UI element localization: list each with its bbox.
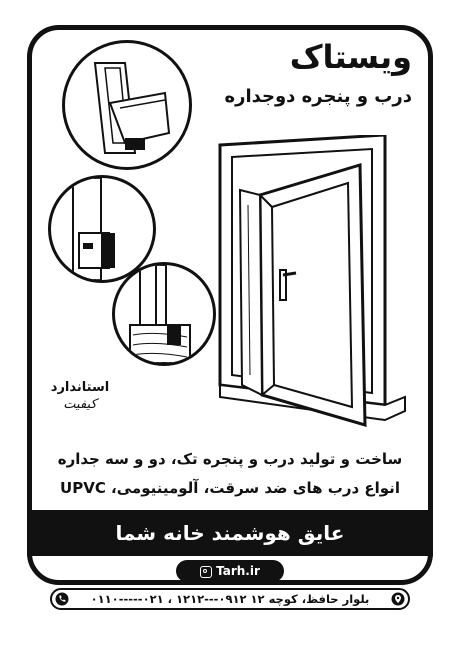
slogan-banner: عایق هوشمند خانه شما: [27, 510, 433, 556]
contact-text: بلوار حافظ، کوچه ۱۲ ۰۹۱۲---۱۲۱۲ ، ۰۲۱---…: [90, 592, 370, 606]
description-line-1: ساخت و تولید درب و پنجره تک، دو و سه جدا…: [57, 450, 403, 468]
stamp-line-2: کیفیت: [63, 397, 97, 412]
slogan-text: عایق هوشمند خانه شما: [115, 521, 345, 545]
website-label: Tarh.ir: [216, 564, 260, 578]
quality-stamp: استاندارد کیفیت: [40, 380, 120, 432]
wood-profile-icon: [129, 265, 191, 363]
header: ویستاک درب و پنجره دوجداره: [140, 38, 430, 118]
profile-circle-3: [112, 262, 216, 366]
brand-subtitle: درب و پنجره دوجداره: [224, 86, 412, 107]
description-line-2: انواع درب های ضد سرقت، آلومینیومی، UPVC: [60, 479, 400, 497]
website-badge[interactable]: Tarh.ir: [176, 560, 284, 582]
profile-circle-2: [48, 175, 156, 283]
location-pin-icon: [391, 592, 405, 606]
door-profile-icon: [72, 178, 115, 280]
brand-title: ویستاک: [289, 38, 412, 76]
contact-bar: بلوار حافظ، کوچه ۱۲ ۰۹۱۲---۱۲۱۲ ، ۰۲۱---…: [50, 588, 410, 610]
door-illustration: [218, 135, 406, 428]
instagram-icon: [200, 565, 213, 578]
outer-frame: [27, 25, 433, 585]
window-profile-icon: [93, 62, 171, 154]
profile-circle-1: [62, 40, 192, 170]
phone-icon: [55, 592, 69, 606]
stamp-line-1: استاندارد: [50, 380, 110, 395]
